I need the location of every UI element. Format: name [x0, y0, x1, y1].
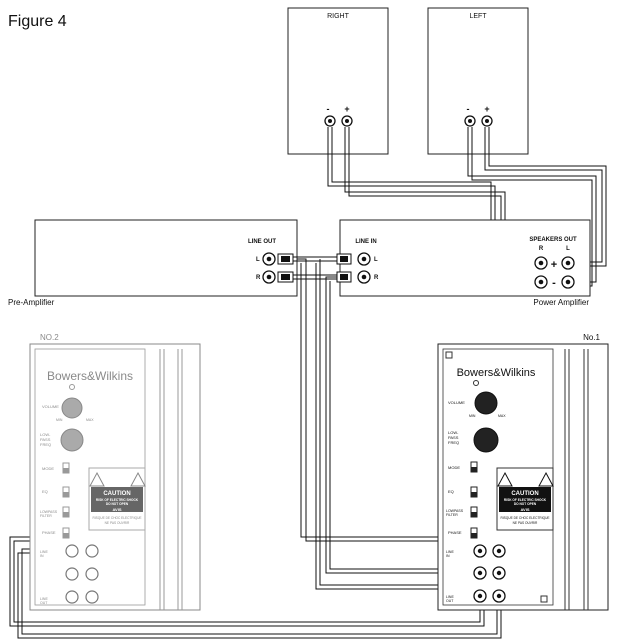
sub2-jack-4[interactable]: [85, 567, 99, 581]
svg-text:MAX: MAX: [86, 418, 94, 422]
right-plus-label: +: [344, 104, 349, 114]
power-amplifier: LINE IN L R SPEAKERS OUT R L + - Power A…: [339, 219, 591, 307]
svg-text:RISQUE DE CHOC ELECTRIQUE: RISQUE DE CHOC ELECTRIQUE: [92, 516, 141, 520]
subwoofer-no2: NO.2 Bowers&Wilkins VOLUME MIN MAX LOW-P…: [29, 333, 201, 611]
sub1-screw-br: [540, 595, 548, 603]
sub1-lowpass-knob[interactable]: [473, 427, 499, 453]
sub2-caution-label: CAUTION RISK OF ELECTRIC SHOCK DO NOT OP…: [88, 467, 146, 531]
left-plus-label: +: [484, 104, 489, 114]
figure-title: Figure 4: [8, 13, 67, 30]
svg-text:MIN: MIN: [56, 418, 63, 422]
preamp-r-label: R: [256, 275, 261, 281]
rca-plugs: [277, 253, 459, 581]
pre-amplifier: LINE OUT L R Pre-Amplifier: [8, 219, 298, 307]
svg-text:RISK OF ELECTRIC SHOCK: RISK OF ELECTRIC SHOCK: [96, 498, 139, 502]
sub1-caution-label: CAUTION RISK OF ELECTRIC SHOCK DO NOT OP…: [496, 467, 554, 531]
left-speaker-label: LEFT: [469, 13, 487, 20]
sub2-line-in-l-jack[interactable]: [65, 544, 79, 558]
left-minus-label: -: [467, 104, 470, 114]
sub1-brand: Bowers&Wilkins: [457, 367, 536, 379]
speakers-out-plus-sign: +: [551, 259, 557, 271]
line-out-label: LINE OUT: [248, 239, 276, 245]
sub2-line-out-r-jack[interactable]: [85, 590, 99, 604]
svg-text:MIN: MIN: [469, 414, 476, 418]
sub2-line-in-r-jack[interactable]: [85, 544, 99, 558]
sub2-eq-label: EQ: [42, 489, 48, 494]
sub2-volume-knob[interactable]: [61, 397, 83, 419]
right-minus-label: -: [327, 104, 330, 114]
sub2-jack-3[interactable]: [65, 567, 79, 581]
sub1-mode-label: MODE: [448, 465, 460, 470]
svg-text:CAUTION: CAUTION: [511, 491, 538, 497]
rca-cables: [9, 256, 502, 639]
speakers-out-r-label: R: [539, 246, 544, 252]
sub2-phase-label: PHASE: [42, 530, 56, 535]
svg-text:AVIS: AVIS: [520, 507, 529, 512]
sub2-number: NO.2: [40, 333, 59, 342]
left-speaker: LEFT - +: [427, 7, 529, 155]
sub1-number: No.1: [583, 333, 600, 342]
svg-text:DO NOT OPEN: DO NOT OPEN: [106, 502, 129, 506]
speakers-out-l-label: L: [566, 246, 570, 252]
svg-text:RISK OF ELECTRIC SHOCK: RISK OF ELECTRIC SHOCK: [504, 498, 547, 502]
right-speaker: RIGHT - +: [287, 7, 389, 155]
power-amp-name: Power Amplifier: [533, 298, 589, 307]
amp-l-label: L: [374, 257, 378, 263]
sub2-lowpass-knob[interactable]: [60, 428, 84, 452]
svg-text:DO NOT OPEN: DO NOT OPEN: [514, 502, 537, 506]
svg-text:MAX: MAX: [498, 414, 506, 418]
preamp-l-label: L: [256, 257, 260, 263]
svg-text:CAUTION: CAUTION: [103, 491, 130, 497]
speakers-out-minus-sign: -: [552, 277, 556, 289]
sub1-screw-tl: [445, 351, 453, 359]
sub1-volume-label: VOLUME: [448, 400, 465, 405]
sub2-mode-label: MODE: [42, 466, 54, 471]
speakers-out-label: SPEAKERS OUT: [529, 237, 577, 243]
svg-text:AVIS: AVIS: [112, 507, 121, 512]
sub2-line-out-l-jack[interactable]: [65, 590, 79, 604]
amp-r-label: R: [374, 275, 379, 281]
preamp-name: Pre-Amplifier: [8, 298, 55, 307]
sub1-phase-label: PHASE: [448, 530, 462, 535]
sub1-eq-label: EQ: [448, 489, 454, 494]
sub2-volume-label: VOLUME: [42, 404, 59, 409]
svg-text:RISQUE DE CHOC ELECTRIQUE: RISQUE DE CHOC ELECTRIQUE: [500, 516, 549, 520]
line-in-label: LINE IN: [355, 239, 376, 245]
svg-text:NE PAS OUVRIR: NE PAS OUVRIR: [513, 521, 538, 525]
svg-text:NE PAS OUVRIR: NE PAS OUVRIR: [105, 521, 130, 525]
sub2-brand: Bowers&Wilkins: [47, 369, 133, 383]
sub1-volume-knob[interactable]: [474, 391, 498, 415]
subwoofer-no1: No.1 Bowers&Wilkins VOLUME MIN MAX LOW-P…: [437, 333, 609, 611]
right-speaker-label: RIGHT: [327, 13, 350, 20]
